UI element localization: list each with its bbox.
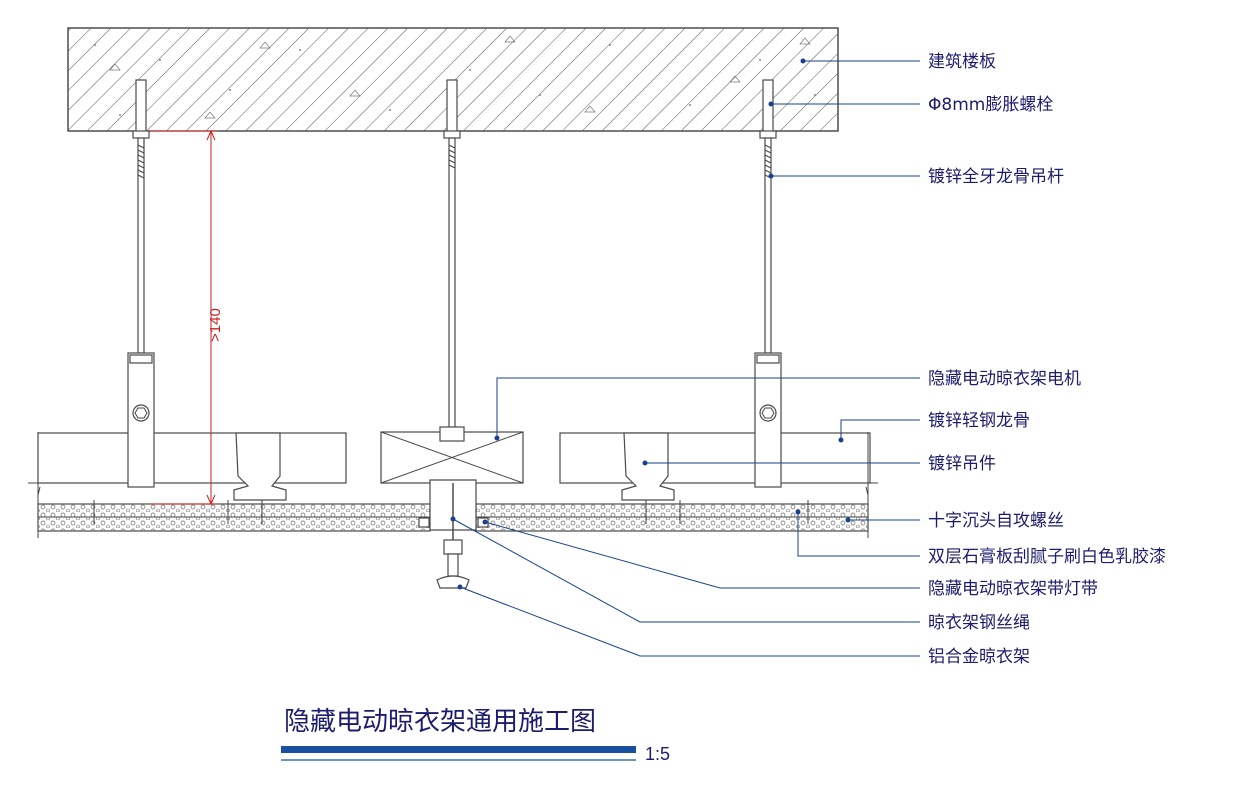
label-hanger-rod: 镀锌全牙龙骨吊杆 [928,167,1064,187]
cross-keel-clip-right [621,432,675,501]
hanger-rod-middle [448,137,456,429]
hanger-fitting-left [127,352,155,488]
gypsum-board [37,503,869,532]
hanger-rod-right [764,137,772,354]
label-gypsum-board: 双层石膏板刮腻子刷白色乳胶漆 [928,546,1166,567]
dimension-line [150,129,218,506]
aluminum-rack [436,539,470,589]
steel-keel [28,432,878,538]
leader-lines [452,60,920,657]
drawing-title: 隐藏电动晾衣架通用施工图 [284,707,596,737]
label-motor: 隐藏电动晾衣架电机 [928,369,1081,389]
motor-box [380,426,524,484]
hanger-rod-left [137,137,145,354]
label-expansion-bolt: Φ8mm膨胀螺栓 [928,95,1053,115]
label-wire-rope: 晾衣架钢丝绳 [928,613,1030,633]
drawing-scale: 1:5 [645,744,670,764]
cross-keel-clip-left [233,432,287,501]
title-underline-thick [281,746,636,753]
label-screw: 十字沉头自攻螺丝 [928,511,1064,531]
label-steel-keel: 镀锌轻钢龙骨 [928,411,1030,431]
dimension-label: >140 [207,308,224,342]
leader-dots [450,58,851,590]
label-floor-slab: 建筑楼板 [928,52,996,72]
label-hanger-fitting: 镀锌吊件 [928,454,996,474]
expansion-bolt-left [132,79,150,139]
label-light-strip: 隐藏电动晾衣架带灯带 [928,579,1098,599]
expansion-bolt-right [759,79,777,139]
hanger-fitting-right [754,352,782,488]
countersunk-screws [93,500,809,524]
label-rack: 铝合金晾衣架 [928,647,1030,667]
